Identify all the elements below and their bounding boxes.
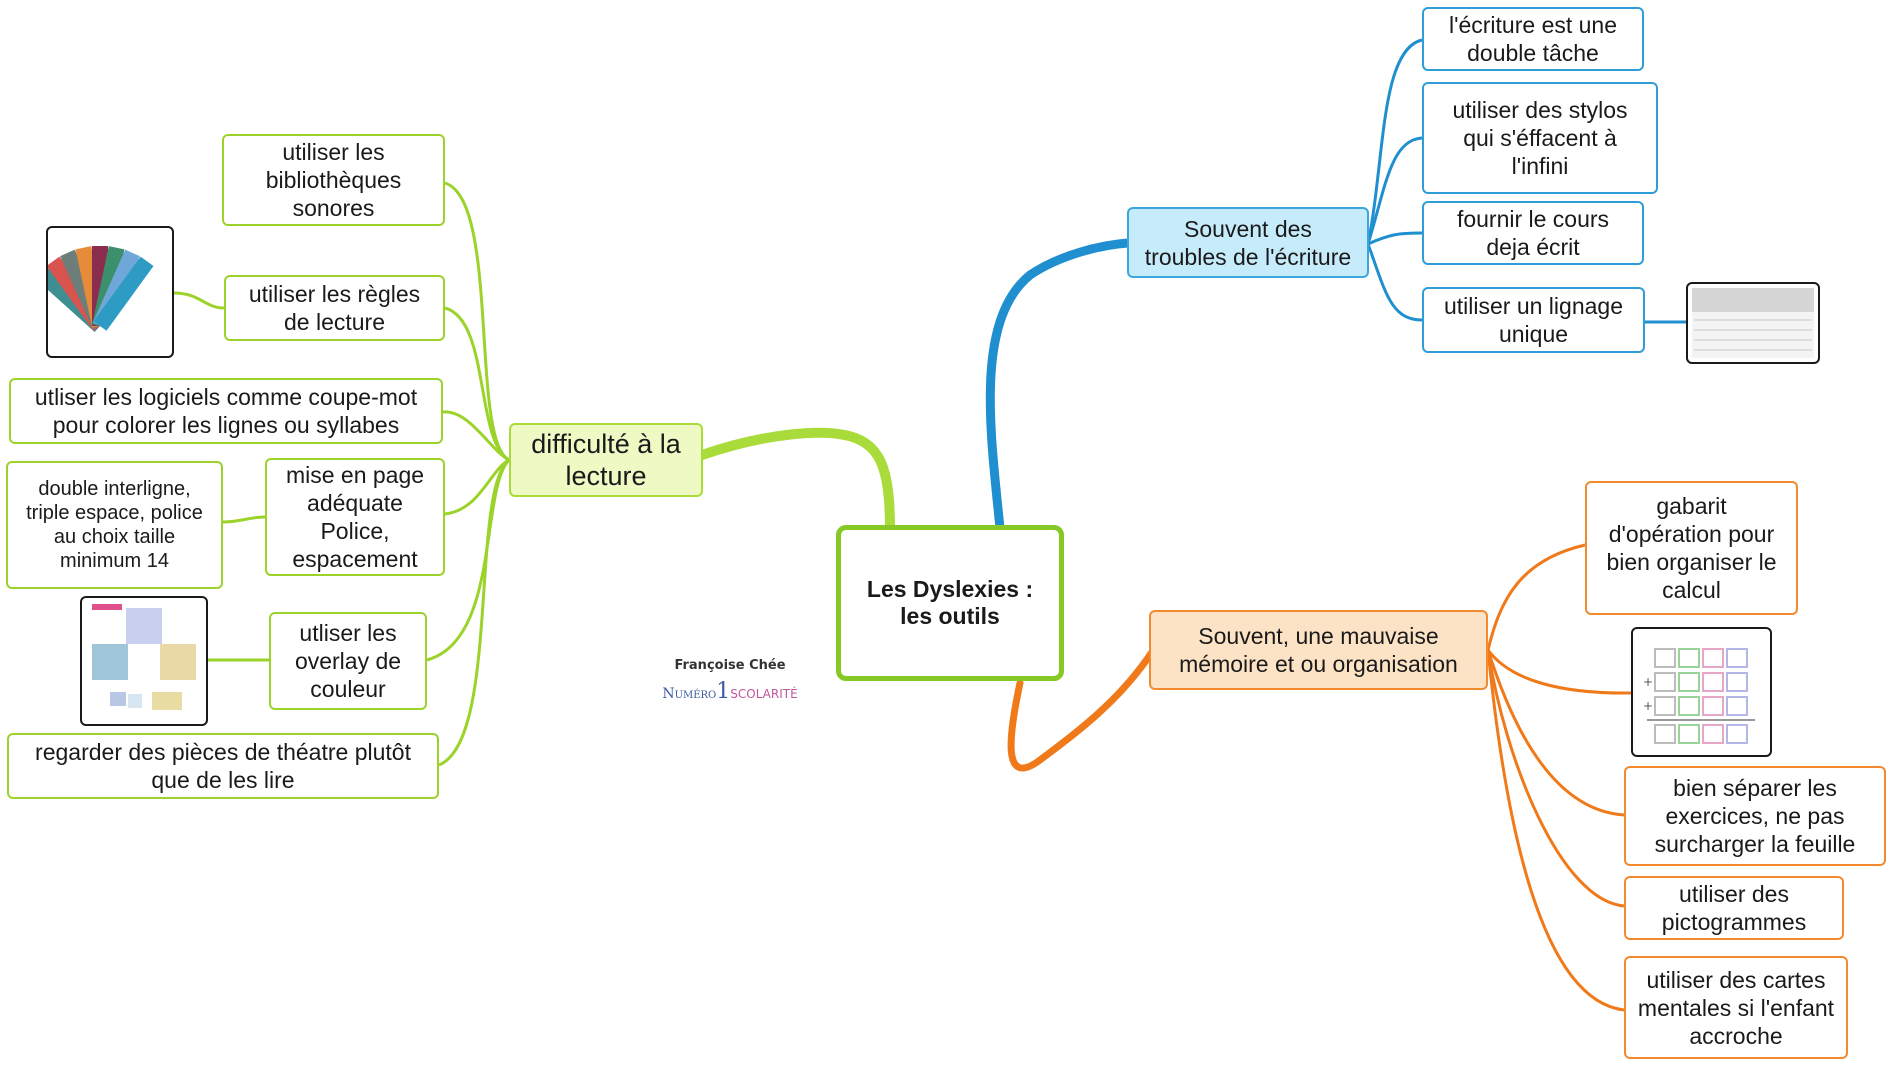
connector-reading-4	[444, 458, 510, 516]
writing-item-erasable-pens[interactable]: utiliser des stylos qui s'éffacent à l'i…	[1422, 82, 1658, 194]
svg-text:+: +	[1643, 675, 1653, 689]
reading-item-overlay[interactable]: utliser les overlay de couleur	[269, 612, 427, 710]
logo-text-scolarite: SCOLARITÉ	[730, 687, 798, 701]
connector-central-writing	[985, 238, 1133, 533]
reading-item-audio-libraries[interactable]: utiliser les bibliothèques sonores	[222, 134, 445, 226]
connector-writing-3	[1367, 231, 1423, 246]
memory-item-operation-template[interactable]: gabarit d'opération pour bien organiser …	[1585, 481, 1798, 615]
reading-rulers-fan-image	[46, 226, 174, 358]
branch-memory[interactable]: Souvent, une mauvaise mémoire et ou orga…	[1149, 610, 1488, 690]
rulers-fan-icon	[48, 246, 154, 332]
writing-item-double-task[interactable]: l'écriture est une double tâche	[1422, 7, 1644, 71]
connector-writing-4	[1366, 243, 1423, 322]
branch-writing[interactable]: Souvent des troubles de l'écriture	[1127, 207, 1369, 278]
author-name: Françoise Chée	[674, 658, 786, 673]
connector-writing-1	[1366, 38, 1423, 245]
connector-reading-3	[442, 410, 510, 462]
connector-rulers-image	[173, 291, 225, 310]
connector-reading-2	[444, 306, 510, 462]
author-credit: Françoise Chée Numéro1SCOLARITÉ	[640, 658, 820, 704]
reading-item-reading-rules[interactable]: utiliser les règles de lecture	[224, 275, 445, 341]
connector-memory-1	[1486, 543, 1586, 651]
connector-reading-1	[444, 181, 510, 462]
reading-item-detail-spacing[interactable]: double interligne, triple espace, police…	[6, 461, 223, 589]
reading-item-theatre[interactable]: regarder des pièces de théatre plutôt qu…	[7, 733, 439, 799]
lined-paper-image	[1686, 282, 1820, 364]
color-overlay-sheets-image	[80, 596, 208, 726]
connector-reading-6	[438, 458, 511, 767]
overlay-sheets-icon	[88, 602, 200, 720]
memory-item-separate-exercises[interactable]: bien séparer les exercices, ne pas surch…	[1624, 766, 1886, 866]
connector-central-memory	[1007, 648, 1156, 772]
calculation-grid-image: + +	[1631, 627, 1772, 757]
reading-item-software[interactable]: utliser les logiciels comme coupe-mot po…	[9, 378, 443, 444]
branch-reading[interactable]: difficulté à la lecture	[509, 423, 703, 497]
central-topic[interactable]: Les Dyslexies : les outils	[836, 525, 1064, 681]
reading-item-layout[interactable]: mise en page adéquate Police, espacement	[265, 458, 445, 576]
connector-detail	[222, 515, 266, 524]
connector-memory-3	[1486, 649, 1625, 817]
writing-item-written-course[interactable]: fournir le cours deja écrit	[1422, 201, 1644, 265]
connector-central-reading	[697, 427, 895, 533]
logo-text-numero: Numéro	[662, 686, 717, 702]
connector-writing-2	[1366, 136, 1423, 245]
lined-paper-icon	[1692, 288, 1814, 358]
calculation-grid-icon: + +	[1643, 648, 1755, 744]
connector-memory-5	[1486, 649, 1625, 1012]
memory-item-mind-maps[interactable]: utiliser des cartes mentales si l'enfant…	[1624, 956, 1848, 1059]
logo-text-one: 1	[716, 679, 731, 704]
writing-item-single-lining[interactable]: utiliser un lignage unique	[1422, 287, 1645, 353]
connector-memory-2	[1486, 649, 1632, 695]
svg-text:+: +	[1643, 699, 1653, 713]
memory-item-pictograms[interactable]: utiliser des pictogrammes	[1624, 876, 1844, 940]
connector-memory-4	[1486, 649, 1625, 908]
publisher-logo: Numéro1SCOLARITÉ	[640, 679, 820, 704]
